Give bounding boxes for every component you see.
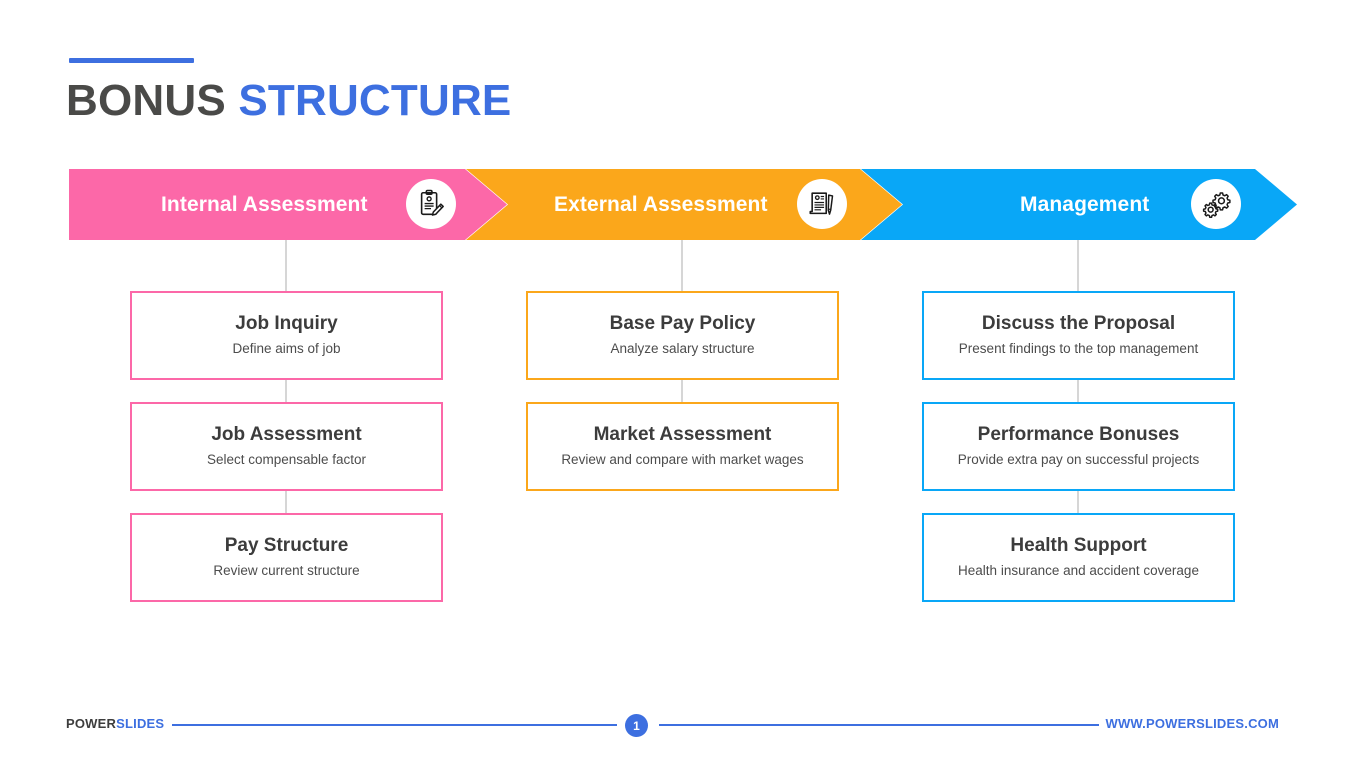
card-title: Pay Structure xyxy=(224,535,349,556)
chevron-step-internal-assessment[interactable]: Internal Assessment xyxy=(69,169,507,240)
card-title: Job Inquiry xyxy=(235,313,338,334)
footer: POWERSLIDES WWW.POWERSLIDES.COM xyxy=(0,700,1365,750)
column-management: Discuss the Proposal Present findings to… xyxy=(922,291,1235,624)
card-item[interactable]: Job Assessment Select compensable factor xyxy=(130,402,443,491)
card-subtitle: Health insurance and accident coverage xyxy=(958,563,1199,578)
page-title-part2: STRUCTURE xyxy=(238,76,512,125)
connector-col1-top xyxy=(285,240,287,291)
card-title: Job Assessment xyxy=(211,424,362,445)
card-title: Base Pay Policy xyxy=(609,313,756,334)
footer-rule-right xyxy=(659,724,1099,726)
process-chevron-band: Internal Assessment External Assessment xyxy=(0,169,1365,240)
connector-col3-1 xyxy=(1077,380,1079,402)
card-subtitle: Present findings to the top management xyxy=(958,341,1199,356)
card-title: Discuss the Proposal xyxy=(981,313,1176,334)
card-item[interactable]: Job Inquiry Define aims of job xyxy=(130,291,443,380)
chevron-step-external-assessment[interactable]: External Assessment xyxy=(466,169,902,240)
chevron-step-label: External Assessment xyxy=(554,192,768,216)
document-pen-icon xyxy=(797,179,847,229)
chevron-step-label: Internal Assessment xyxy=(161,192,368,216)
card-item[interactable]: Discuss the Proposal Present findings to… xyxy=(922,291,1235,380)
card-subtitle: Define aims of job xyxy=(232,341,341,356)
column-external-assessment: Base Pay Policy Analyze salary structure… xyxy=(526,291,839,513)
clipboard-pencil-icon xyxy=(406,179,456,229)
card-subtitle: Review and compare with market wages xyxy=(561,452,804,467)
card-subtitle: Provide extra pay on successful projects xyxy=(957,452,1200,467)
card-subtitle: Analyze salary structure xyxy=(610,341,755,356)
connector-col2-top xyxy=(681,240,683,291)
card-subtitle: Select compensable factor xyxy=(206,452,367,467)
card-item[interactable]: Market Assessment Review and compare wit… xyxy=(526,402,839,491)
connector-col1-2 xyxy=(285,491,287,513)
page-number-badge: 1 xyxy=(625,714,648,737)
column-internal-assessment: Job Inquiry Define aims of job Job Asses… xyxy=(130,291,443,624)
card-item[interactable]: Health Support Health insurance and acci… xyxy=(922,513,1235,602)
chevron-step-label: Management xyxy=(1020,192,1150,216)
card-item[interactable]: Base Pay Policy Analyze salary structure xyxy=(526,291,839,380)
brand-logo: POWERSLIDES xyxy=(66,716,164,731)
connector-col3-top xyxy=(1077,240,1079,291)
card-subtitle: Review current structure xyxy=(213,563,360,578)
gears-icon xyxy=(1191,179,1241,229)
title-accent-bar xyxy=(69,58,194,63)
chevron-step-management[interactable]: Management xyxy=(861,169,1297,240)
brand-logo-part1: POWER xyxy=(66,716,117,731)
brand-logo-part2: SLIDES xyxy=(116,716,165,731)
page-title-part1: BONUS xyxy=(66,76,226,125)
card-title: Health Support xyxy=(1010,535,1147,556)
footer-rule-left xyxy=(172,724,617,726)
connector-col2-1 xyxy=(681,380,683,402)
connector-col1-1 xyxy=(285,380,287,402)
card-title: Market Assessment xyxy=(593,424,772,445)
card-item[interactable]: Pay Structure Review current structure xyxy=(130,513,443,602)
footer-website-url[interactable]: WWW.POWERSLIDES.COM xyxy=(1105,716,1279,731)
connector-col3-2 xyxy=(1077,491,1079,513)
card-item[interactable]: Performance Bonuses Provide extra pay on… xyxy=(922,402,1235,491)
card-title: Performance Bonuses xyxy=(977,424,1180,445)
page-title: BONUS STRUCTURE xyxy=(66,74,511,128)
